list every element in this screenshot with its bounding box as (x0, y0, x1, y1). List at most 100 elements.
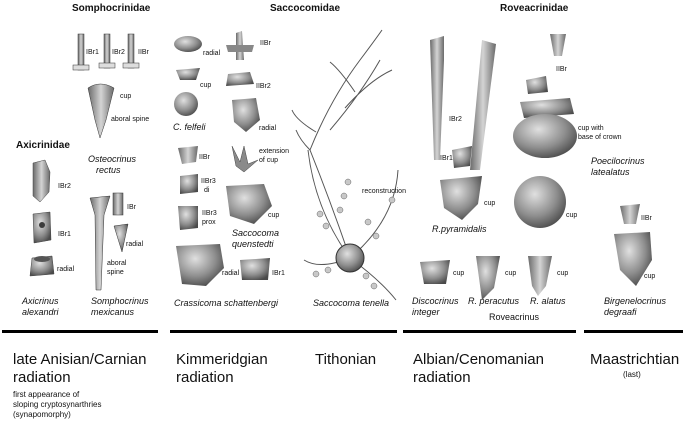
discocrinus-cup-fossil (420, 260, 450, 284)
crassicoma-cup-fossil (176, 244, 224, 286)
separator-anisian (2, 330, 158, 333)
saccocomid-radial-fossil (232, 98, 260, 132)
saccocomid-iibr3-di-fossil (180, 174, 198, 194)
family-roveacrinidae: Roveacrinidae (500, 3, 569, 14)
saccocomid-iibr3-prox-fossil (178, 206, 198, 230)
axicrinus-ibr1-fossil (32, 211, 52, 244)
c-felfeli-radial-fossil (174, 36, 202, 52)
poecilocrinus-radial-fossil (526, 76, 548, 94)
label-cup-with: cup with (578, 125, 604, 132)
label-cup: cup (644, 273, 656, 280)
label-reconstruction: reconstruction (362, 188, 406, 195)
label-radial: radial (126, 241, 144, 248)
roveacrinid-ibr2-fossil (430, 36, 444, 160)
label-aboral-spine: aboral spine (111, 116, 150, 123)
label-iibr: IIBr (199, 154, 210, 161)
r-peracutus-cup-fossil (476, 256, 500, 300)
birgenelocrinus-iibr-fossil (620, 204, 640, 224)
label-cup: cup (200, 82, 212, 89)
label-radial: radial (222, 270, 240, 277)
label-iibr3-di: IIBr3 (201, 178, 216, 185)
radiation-maastrichtian: Maastrichtian (590, 351, 680, 368)
label-aboral: aboral (107, 260, 127, 267)
separator-maastrichtian (584, 330, 683, 333)
label-ibr: IBr (127, 204, 136, 211)
saccocomid-iibr-fossil (178, 146, 198, 164)
saccocoma-tenella-reconstruction (291, 29, 399, 301)
axicrinus-radial-fossil (29, 255, 55, 277)
family-axicrinidae: Axicrinidae (16, 140, 70, 151)
roveacrinid-spine-fossil (470, 40, 496, 170)
label-radial: radial (57, 266, 75, 273)
birgenelocrinus-cup-fossil (614, 232, 652, 286)
poecilocrinus-cup2-fossil (514, 176, 566, 228)
label-cup: cup (268, 212, 280, 219)
poecilocrinus-iibr-fossil (550, 34, 566, 56)
label-di: di (204, 187, 210, 194)
radiation-tithonian: Tithonian (315, 351, 377, 368)
saccocomid-extension-fossil (231, 145, 259, 173)
radiation-anisian-note: first appearance of sloping cryptosynart… (13, 390, 102, 419)
label-ibr2: IBr2 (58, 183, 71, 190)
label-radial: radial (203, 50, 221, 57)
saccocoma-quenstedti-cup-fossil (226, 184, 272, 224)
label-cup: cup (120, 93, 132, 100)
species-saccocoma-tenella: Saccocoma tenella (313, 298, 390, 308)
label-extension-of-cup-2: of cup (259, 157, 279, 164)
species-r-pyramidalis: R.pyramidalis (432, 224, 487, 234)
label-iibr: IIBr (260, 40, 271, 47)
iibr-fossil (226, 31, 254, 60)
roveacrinid-ibr1-fossil (452, 146, 472, 168)
c-felfeli-calyx-fossil (174, 92, 198, 116)
family-somphocrinidae: Somphocrinidae (72, 3, 151, 14)
genus-roveacrinus: Roveacrinus (489, 312, 540, 322)
label-iibr: IIBr (641, 215, 652, 222)
label-cup: cup (557, 270, 569, 277)
label-prox: prox (202, 219, 216, 226)
label-iibr: IIBr (138, 49, 149, 56)
crassicoma-radial-fossil (240, 258, 270, 280)
label-ibr2: IBr2 (449, 116, 462, 123)
label-radial: radial (259, 125, 277, 132)
axicrinus-ibr2-fossil (32, 159, 51, 203)
label-cup: cup (566, 212, 578, 219)
separator-jurassic (170, 330, 397, 333)
label-iibr2: IIBr2 (256, 83, 271, 90)
species-c-felfeli: C. felfeli (173, 122, 206, 132)
poecilocrinus-crown-fossil (513, 114, 577, 158)
separator-albian (403, 330, 576, 333)
label-ibr1: IBr1 (272, 270, 285, 277)
label-iibr3-prox: IIBr3 (202, 210, 217, 217)
label-cup: cup (453, 270, 465, 277)
label-spine: spine (107, 269, 124, 276)
label-base-of-crown: base of crown (578, 134, 622, 141)
poecilocrinus-cup-fossil (520, 98, 574, 118)
species-r-alatus: R. alatus (530, 296, 566, 306)
label-ibr1: IBr1 (58, 231, 71, 238)
label-extension-of-cup: extension (259, 148, 289, 155)
iibr2-fossil (226, 72, 254, 86)
osteocrinus-brachials-fossil (72, 33, 140, 71)
osteocrinus-cup-fossil (87, 83, 115, 139)
somphocrinus-radial-fossil (113, 223, 129, 253)
species-r-peracutus: R. peracutus (468, 296, 520, 306)
label-ibr1: IBr1 (440, 155, 453, 162)
label-cup: cup (484, 200, 496, 207)
c-felfeli-cup-fossil (176, 68, 200, 80)
r-alatus-cup-fossil (528, 256, 552, 296)
label-cup: cup (505, 270, 517, 277)
label-ibr1: IBr1 (86, 49, 99, 56)
label-ibr2: IBr2 (112, 49, 125, 56)
radiation-maastrichtian-note: (last) (623, 370, 641, 379)
family-saccocomidae: Saccocomidae (270, 3, 341, 14)
